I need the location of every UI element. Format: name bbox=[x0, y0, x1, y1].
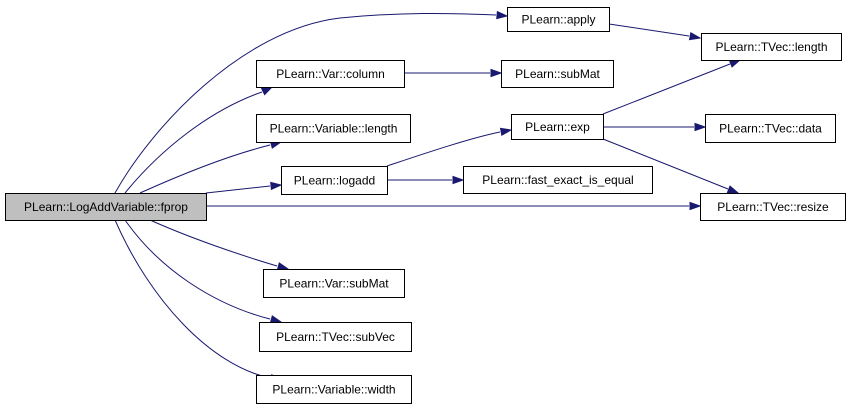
edge-arrowhead bbox=[499, 127, 513, 137]
edge-arrowhead bbox=[260, 86, 274, 96]
node-label: PLearn::exp bbox=[525, 120, 590, 134]
node-var-column[interactable]: PLearn::Var::column bbox=[256, 60, 405, 88]
edge-arrowhead bbox=[270, 181, 283, 191]
edge-arrowhead bbox=[269, 315, 283, 324]
edge-arrowhead bbox=[496, 10, 509, 20]
node-tvec-length[interactable]: PLearn::TVec::length bbox=[701, 33, 842, 61]
edge-line bbox=[114, 12, 497, 194]
node-box[interactable] bbox=[700, 193, 846, 221]
edge-line bbox=[602, 138, 729, 190]
edge-fprop-to-variable_length bbox=[139, 140, 283, 194]
node-box[interactable] bbox=[256, 375, 412, 404]
node-label: PLearn::Variable::width bbox=[272, 383, 395, 397]
node-box[interactable] bbox=[701, 33, 842, 61]
edge-fprop-to-tvec_subvec bbox=[124, 219, 283, 324]
edge-apply-to-tvec_length bbox=[608, 23, 702, 41]
node-label: PLearn::TVec::length bbox=[715, 40, 827, 54]
edge-line bbox=[114, 219, 271, 379]
node-label: PLearn::Var::subMat bbox=[279, 277, 389, 291]
edge-line bbox=[139, 144, 271, 194]
edge-line bbox=[205, 185, 271, 194]
node-box[interactable] bbox=[281, 166, 388, 195]
edge-fprop-to-var_submat bbox=[149, 219, 290, 271]
edge-arrowhead bbox=[276, 262, 290, 271]
node-var-submat[interactable]: PLearn::Var::subMat bbox=[263, 269, 405, 298]
node-box[interactable] bbox=[259, 322, 412, 352]
edge-logadd-to-fast_exact bbox=[387, 175, 465, 185]
node-box[interactable] bbox=[256, 60, 405, 88]
edge-arrowhead bbox=[689, 201, 702, 211]
node-label: PLearn::TVec::resize bbox=[717, 200, 829, 214]
node-label: PLearn::TVec::subVec bbox=[276, 330, 395, 344]
edge-fprop-to-apply bbox=[114, 10, 509, 194]
node-box[interactable] bbox=[501, 60, 614, 88]
node-label: PLearn::Variable::length bbox=[270, 122, 398, 136]
node-variable-length[interactable]: PLearn::Variable::length bbox=[256, 114, 411, 143]
edge-fprop-to-variable_width bbox=[114, 219, 283, 383]
node-label: PLearn::Var::column bbox=[276, 67, 385, 81]
edge-arrowhead bbox=[728, 59, 742, 68]
node-submat[interactable]: PLearn::subMat bbox=[501, 60, 614, 88]
edge-arrowhead bbox=[688, 31, 702, 41]
node-fast-exact[interactable]: PLearn::fast_exact_is_equal bbox=[463, 166, 653, 194]
edge-fprop-to-tvec_resize bbox=[206, 201, 702, 211]
node-label: PLearn::subMat bbox=[515, 67, 600, 81]
node-label: PLearn::TVec::data bbox=[719, 122, 822, 136]
edge-line bbox=[124, 91, 263, 194]
call-graph-edges bbox=[114, 10, 742, 383]
edge-arrowhead bbox=[694, 122, 707, 132]
node-exp[interactable]: PLearn::exp bbox=[511, 114, 604, 140]
node-box[interactable] bbox=[463, 166, 653, 194]
node-box[interactable] bbox=[507, 7, 610, 32]
edge-var_column-to-submat bbox=[404, 68, 503, 78]
node-fprop[interactable]: PLearn::LogAddVariable::fprop bbox=[5, 193, 207, 221]
node-box[interactable] bbox=[511, 114, 604, 140]
edge-fprop-to-var_column bbox=[124, 86, 274, 194]
edge-arrowhead bbox=[726, 185, 740, 194]
edge-line bbox=[602, 63, 731, 115]
node-label: PLearn::logadd bbox=[294, 174, 375, 188]
edge-line bbox=[608, 23, 690, 37]
edge-exp-to-tvec_resize bbox=[602, 138, 740, 194]
edge-exp-to-tvec_length bbox=[602, 59, 742, 115]
edge-line bbox=[149, 219, 278, 267]
node-logadd[interactable]: PLearn::logadd bbox=[281, 166, 388, 195]
node-label: PLearn::apply bbox=[521, 13, 595, 27]
edge-logadd-to-exp bbox=[386, 127, 513, 167]
edge-exp-to-tvec_data bbox=[603, 122, 707, 132]
node-label: PLearn::fast_exact_is_equal bbox=[482, 173, 633, 187]
node-tvec-subvec[interactable]: PLearn::TVec::subVec bbox=[259, 322, 412, 352]
node-box[interactable] bbox=[705, 114, 836, 143]
node-tvec-resize[interactable]: PLearn::TVec::resize bbox=[700, 193, 846, 221]
edge-line bbox=[124, 219, 271, 320]
node-box[interactable] bbox=[256, 114, 411, 143]
node-apply[interactable]: PLearn::apply bbox=[507, 7, 610, 32]
node-box[interactable] bbox=[5, 193, 207, 221]
edge-line bbox=[386, 131, 501, 167]
node-variable-width[interactable]: PLearn::Variable::width bbox=[256, 375, 412, 404]
edge-fprop-to-logadd bbox=[205, 181, 283, 194]
call-graph-nodes: PLearn::LogAddVariable::fprop PLearn::app… bbox=[5, 7, 846, 404]
node-box[interactable] bbox=[263, 269, 405, 298]
node-tvec-data[interactable]: PLearn::TVec::data bbox=[705, 114, 836, 143]
edge-arrowhead bbox=[490, 68, 503, 78]
node-label: PLearn::LogAddVariable::fprop bbox=[24, 200, 188, 214]
edge-arrowhead bbox=[452, 175, 465, 185]
